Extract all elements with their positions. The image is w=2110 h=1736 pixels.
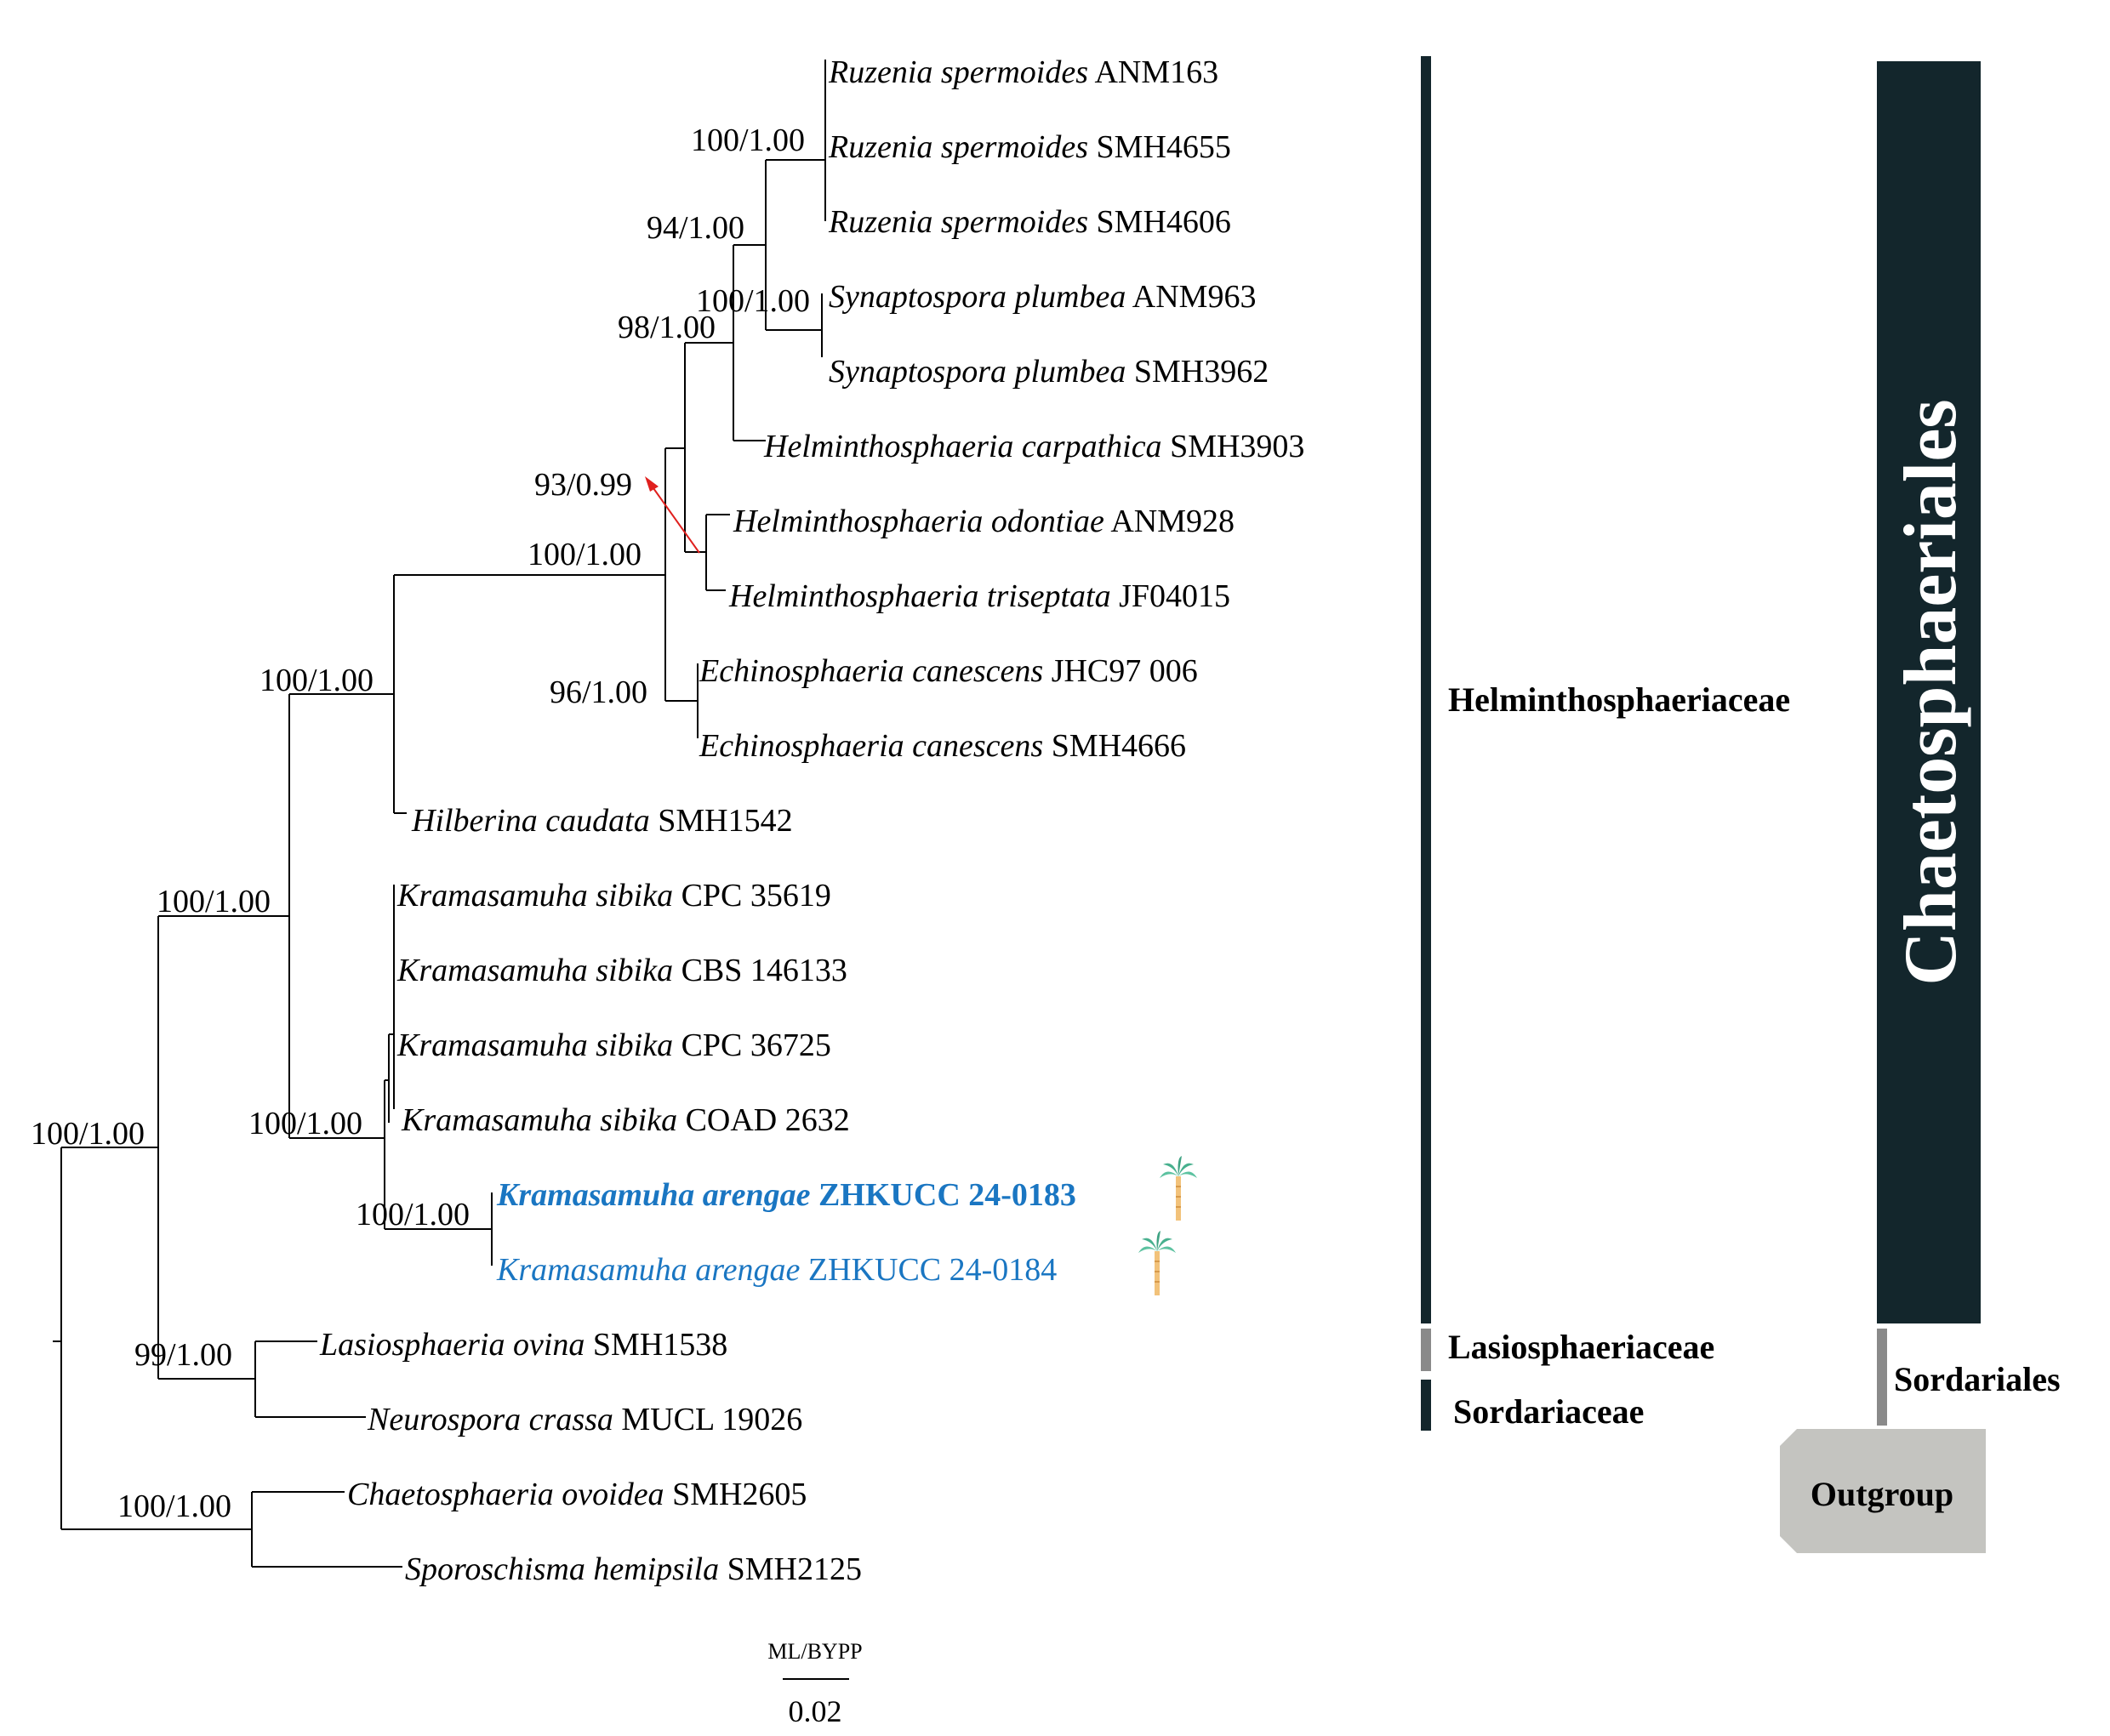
family-annotations: Helminthosphaeriaceae Lasiosphaeriaceae … xyxy=(1421,56,1790,1431)
taxon-label: Helminthosphaeria carpathica SMH3903 xyxy=(763,429,1304,464)
family-bar-lasiosphaeriaceae xyxy=(1421,1329,1431,1371)
support-value: 100/1.00 xyxy=(696,283,810,319)
taxon-label: Kramasamuha sibika COAD 2632 xyxy=(401,1102,850,1138)
taxon-label: Neurospora crassa MUCL 19026 xyxy=(367,1402,802,1437)
taxon-label-new-species: Kramasamuha arengae ZHKUCC 24-0184 xyxy=(496,1252,1057,1288)
support-value: 100/1.00 xyxy=(157,884,271,919)
taxon-label: Sporoschisma hemipsila SMH2125 xyxy=(405,1551,862,1587)
support-value: 100/1.00 xyxy=(259,663,374,698)
support-value: 100/1.00 xyxy=(31,1116,145,1152)
taxon-label: Echinosphaeria canescens JHC97 006 xyxy=(699,653,1198,689)
taxon-label: Kramasamuha sibika CPC 35619 xyxy=(396,878,831,914)
arrow-line xyxy=(653,487,700,554)
order-label: Sordariales xyxy=(1894,1360,2061,1398)
scale-legend: ML/BYPP 0.02 xyxy=(767,1639,862,1728)
outgroup-box xyxy=(1780,1429,1986,1553)
family-label: Lasiosphaeriaceae xyxy=(1448,1328,1714,1366)
outgroup-label: Outgroup xyxy=(1811,1475,1953,1513)
taxon-label: Kramasamuha sibika CBS 146133 xyxy=(396,953,847,988)
scale-value: 0.02 xyxy=(789,1694,842,1728)
support-value: 98/1.00 xyxy=(618,310,716,345)
taxon-label: Synaptospora plumbea ANM963 xyxy=(829,279,1256,315)
palm-tree-icon xyxy=(1160,1156,1197,1221)
family-bar-sordariaceae xyxy=(1421,1380,1431,1431)
taxon-label: Helminthosphaeria odontiae ANM928 xyxy=(733,504,1235,539)
taxon-label-new-species: Kramasamuha arengae ZHKUCC 24-0183 xyxy=(496,1177,1076,1213)
taxon-label: Helminthosphaeria triseptata JF04015 xyxy=(728,578,1230,614)
order-annotations: Chaetosphaeriales Sordariales Outgroup xyxy=(1780,61,2061,1553)
palm-tree-icon xyxy=(1138,1231,1176,1295)
taxon-label: Ruzenia spermoides SMH4606 xyxy=(828,204,1231,240)
support-value: 100/1.00 xyxy=(248,1106,362,1141)
taxon-label: Chaetosphaeria ovoidea SMH2605 xyxy=(347,1477,807,1512)
support-values: 100/1.00 94/1.00 100/1.00 98/1.00 93/0.9… xyxy=(31,122,810,1524)
arrow-head xyxy=(645,476,659,492)
annotation-arrow xyxy=(645,476,700,554)
taxon-label: Synaptospora plumbea SMH3962 xyxy=(829,354,1269,390)
support-value: 100/1.00 xyxy=(691,122,805,158)
support-value: 100/1.00 xyxy=(356,1197,470,1232)
taxon-label: Lasiosphaeria ovina SMH1538 xyxy=(319,1327,727,1363)
order-bar-sordariales xyxy=(1877,1329,1887,1426)
family-label: Sordariaceae xyxy=(1453,1392,1644,1431)
taxon-labels: Ruzenia spermoides ANM163 Ruzenia spermo… xyxy=(319,54,1304,1587)
taxon-label: Ruzenia spermoides SMH4655 xyxy=(828,129,1231,165)
support-value: 93/0.99 xyxy=(534,467,632,503)
support-value: 100/1.00 xyxy=(117,1488,231,1524)
order-label: Chaetosphaeriales xyxy=(1890,399,1972,985)
order-bar-chaetosphaeriales xyxy=(1877,61,1981,1323)
support-type-label: ML/BYPP xyxy=(767,1639,862,1664)
support-value: 99/1.00 xyxy=(134,1337,232,1373)
support-value: 96/1.00 xyxy=(550,674,647,710)
support-value: 100/1.00 xyxy=(528,537,642,572)
family-bar-helminthosphaeriaceae xyxy=(1421,56,1431,1323)
taxon-label: Echinosphaeria canescens SMH4666 xyxy=(699,728,1186,764)
tree-branches xyxy=(53,60,826,1568)
support-value: 94/1.00 xyxy=(647,210,744,246)
taxon-label: Kramasamuha sibika CPC 36725 xyxy=(396,1027,831,1063)
taxon-label: Hilberina caudata SMH1542 xyxy=(411,803,793,839)
family-label: Helminthosphaeriaceae xyxy=(1448,680,1790,719)
taxon-label: Ruzenia spermoides ANM163 xyxy=(828,54,1218,90)
